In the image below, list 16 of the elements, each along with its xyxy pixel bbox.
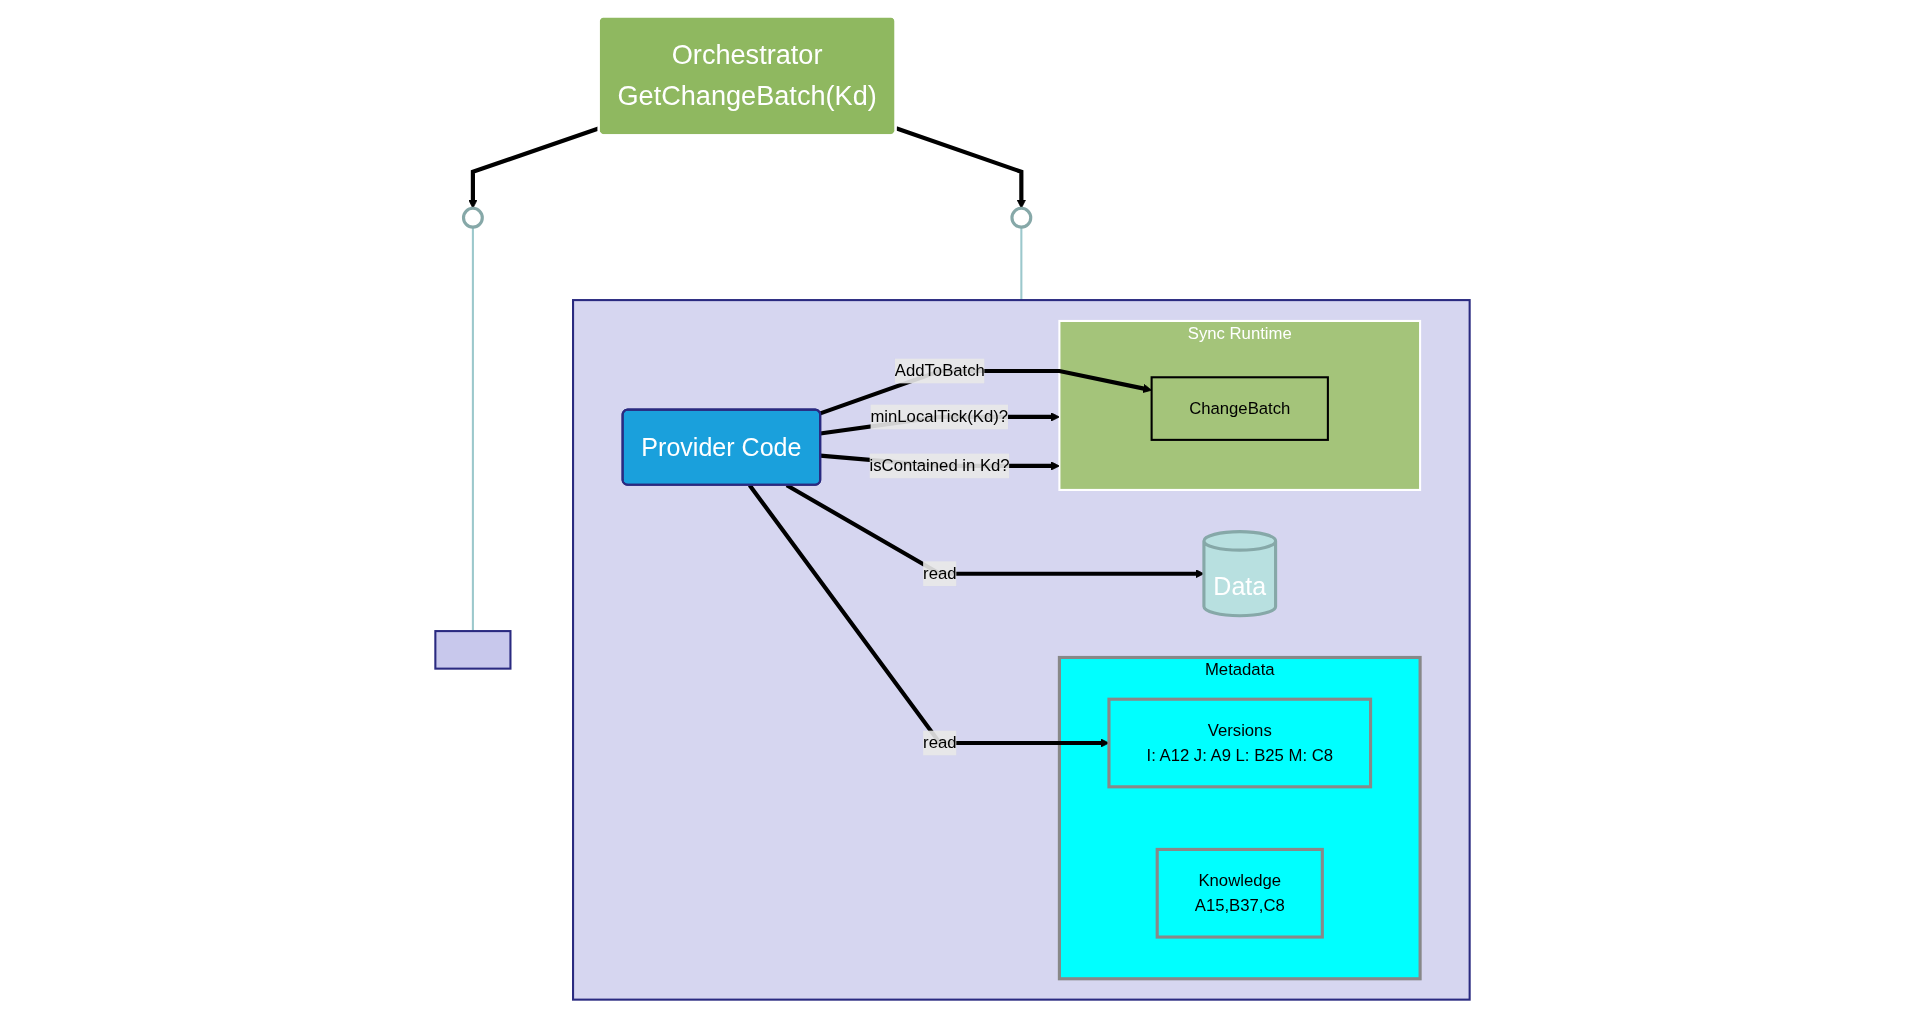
edge-label: minLocalTick(Kd)? — [870, 407, 1009, 425]
edge-label: AddToBatch — [894, 361, 985, 379]
node-box: Versions I: A12 J: A9 L: B25 M: C8 — [1107, 697, 1373, 788]
connector — [471, 226, 474, 631]
node-box — [434, 629, 512, 670]
edge-label: isContained in Kd? — [869, 456, 1010, 474]
arrow — [468, 125, 600, 209]
node-box: ChangeBatch — [1150, 375, 1329, 441]
node-circle — [461, 206, 484, 229]
arrow — [895, 125, 1026, 209]
node-box: Knowledge A15,B37,C8 — [1155, 847, 1324, 939]
edge-label: read — [923, 733, 957, 751]
cluster — [572, 298, 1471, 1001]
connector — [1020, 226, 1023, 300]
edge-label: read — [923, 563, 957, 582]
node-circle — [1010, 206, 1033, 229]
